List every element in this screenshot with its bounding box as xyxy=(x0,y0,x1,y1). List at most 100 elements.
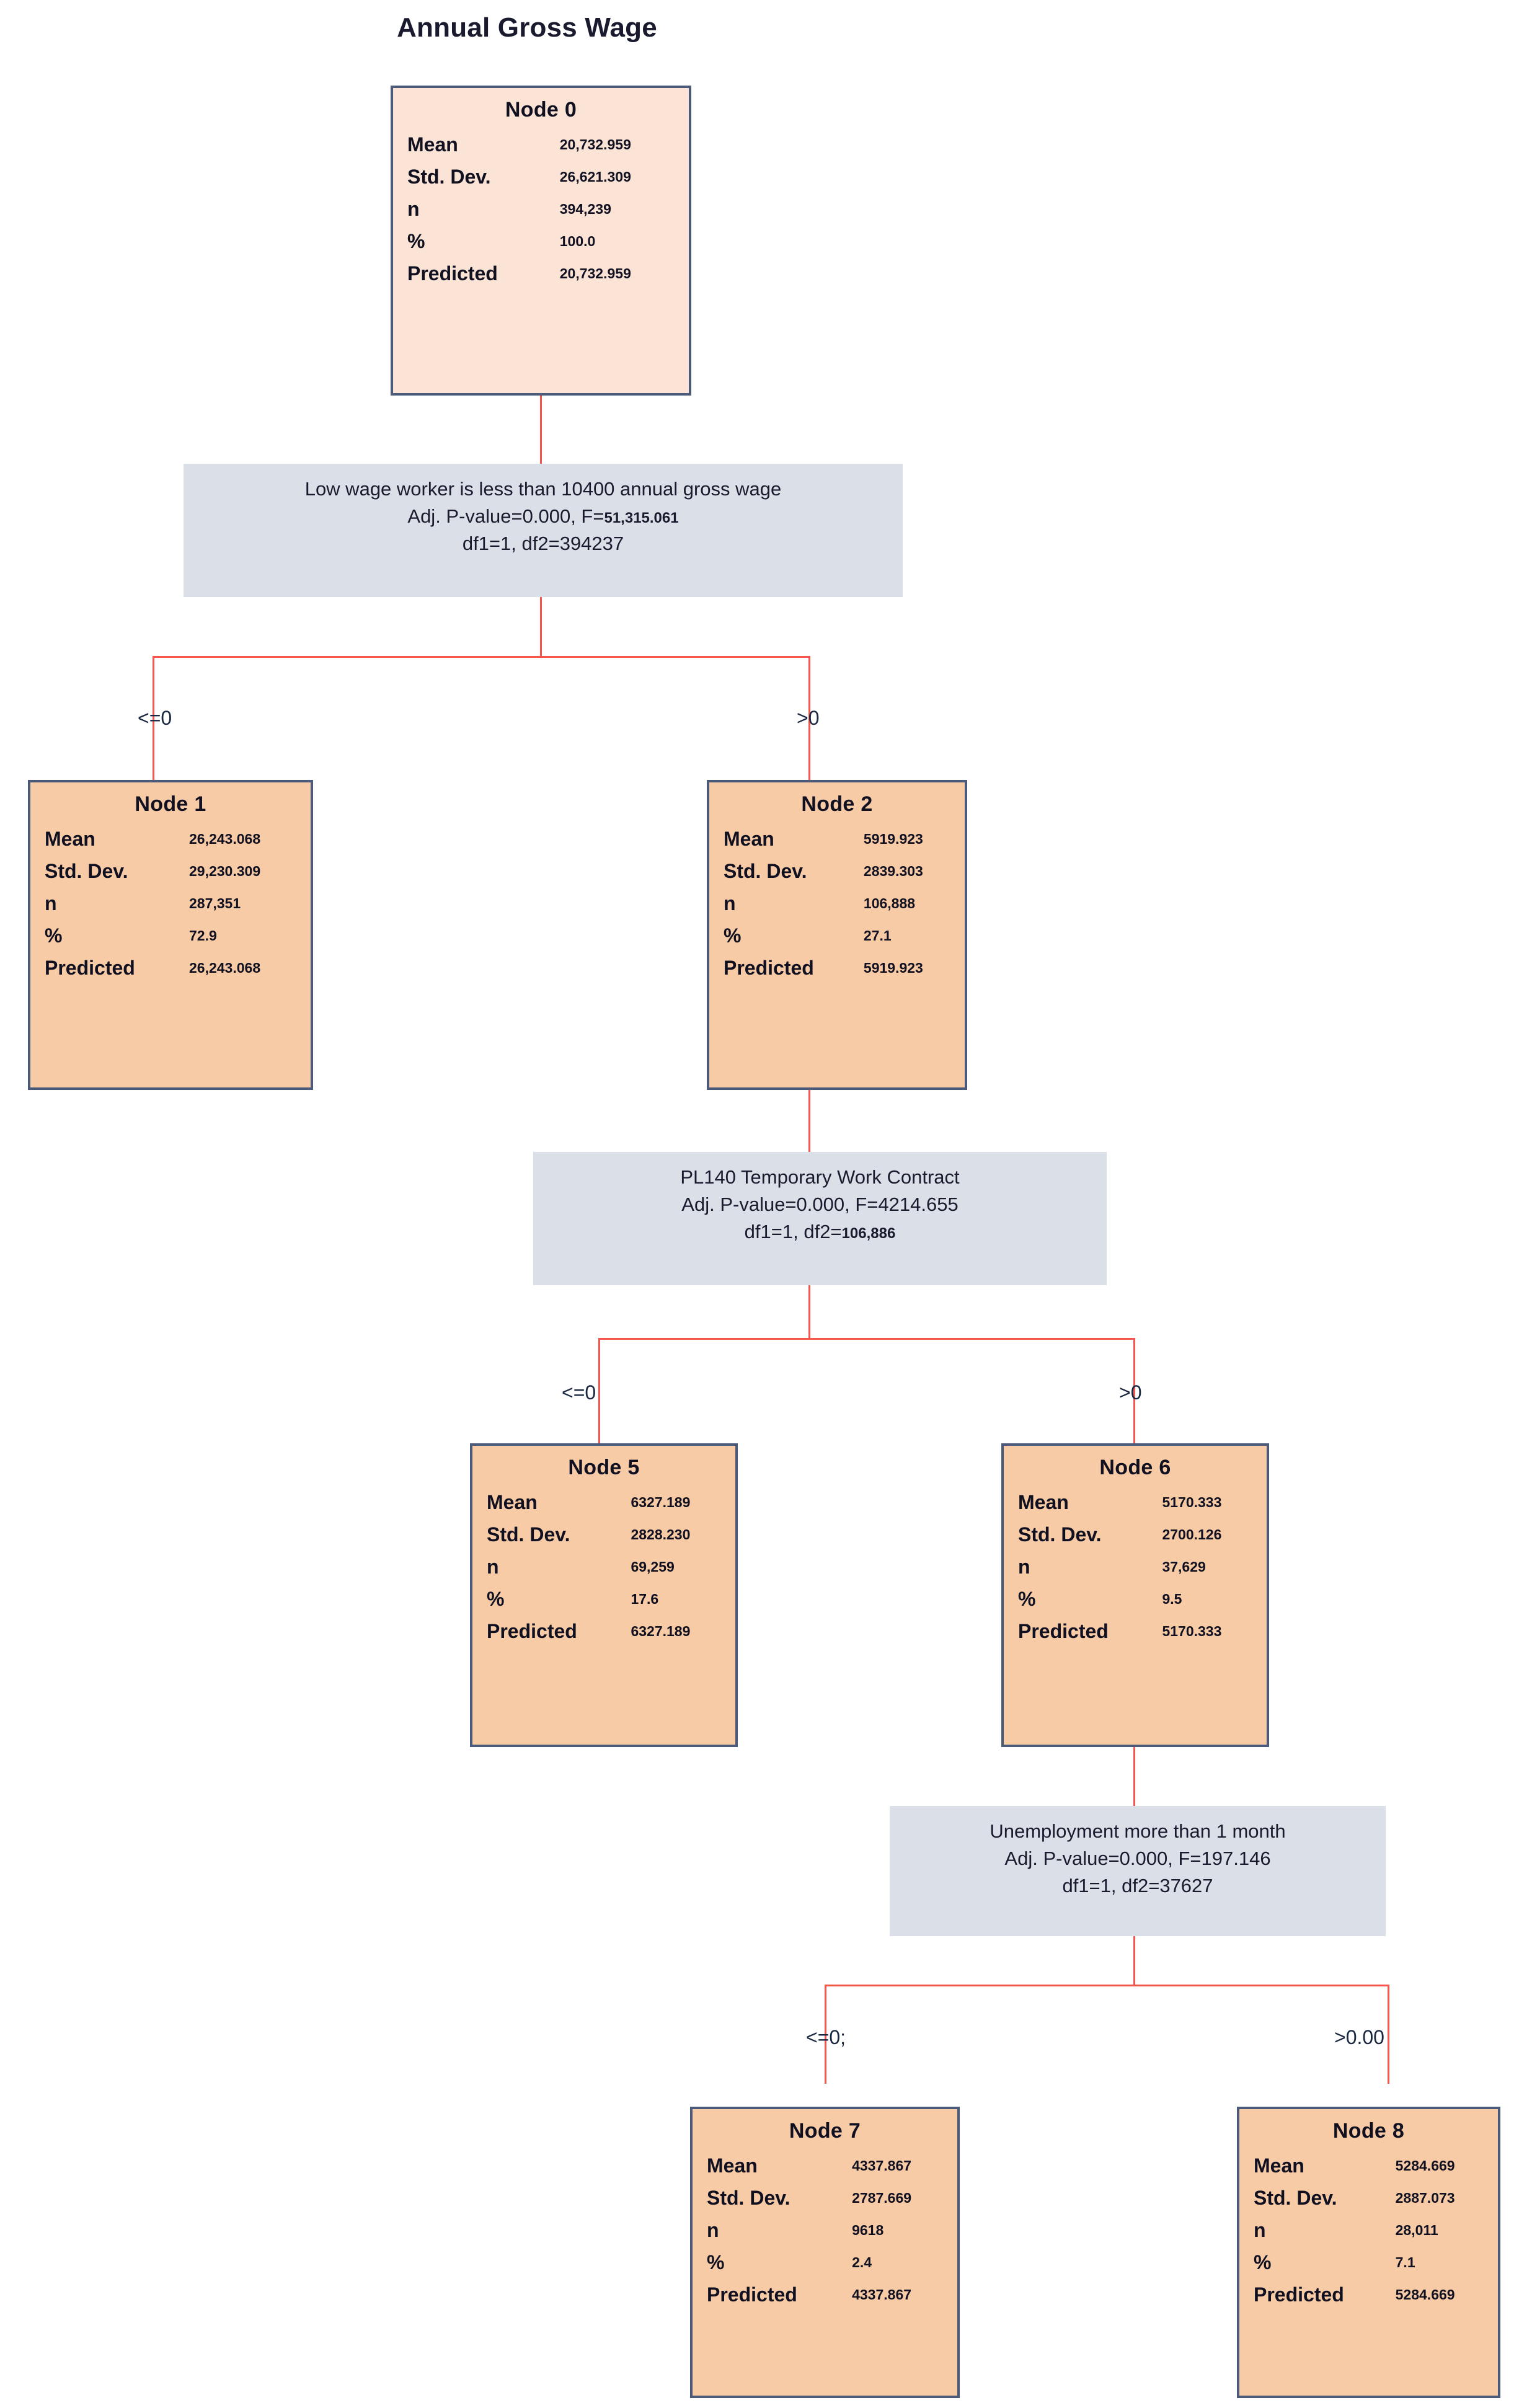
split-df-line: df1=1, df2=37627 xyxy=(899,1872,1376,1900)
stat-value-percent: 9.5 xyxy=(1162,1590,1182,1607)
split-predictor-label: Low wage worker is less than 10400 annua… xyxy=(304,478,782,500)
table-row: n 37,629 xyxy=(1017,1551,1253,1583)
stat-label-std-dev: Std. Dev. xyxy=(1254,2186,1337,2209)
split-predictor-label: Unemployment more than 1 month xyxy=(990,1820,1286,1842)
stat-value-std-dev: 2787.669 xyxy=(852,2189,912,2206)
node-stats-table: Mean 26,243.068 Std. Dev. 29,230.309 n 2… xyxy=(44,823,297,984)
table-row: Predicted 20,732.959 xyxy=(407,257,675,290)
stat-value-mean: 5170.333 xyxy=(1162,1494,1222,1510)
stat-value-std-dev: 2828.230 xyxy=(631,1526,691,1543)
branch-label-split6-right: >0.00 xyxy=(1334,2026,1384,2048)
stat-value-percent: 17.6 xyxy=(631,1590,659,1607)
table-row: n 394,239 xyxy=(407,193,675,225)
stat-value-predicted: 5284.669 xyxy=(1395,2286,1455,2303)
stat-value-predicted: 5919.923 xyxy=(863,959,923,976)
stat-label-predicted: Predicted xyxy=(707,2283,797,2306)
stat-label-percent: % xyxy=(1254,2251,1272,2273)
table-row: Predicted 5170.333 xyxy=(1017,1615,1253,1647)
tree-node-node5[interactable]: Node 5 Mean 6327.189 Std. Dev. 2828.230 … xyxy=(470,1443,738,1747)
node-stats-table: Mean 6327.189 Std. Dev. 2828.230 n 69,25… xyxy=(486,1486,722,1647)
stat-value-percent: 100.0 xyxy=(559,232,596,249)
stat-label-std-dev: Std. Dev. xyxy=(707,2186,790,2209)
stat-value-std-dev: 2887.073 xyxy=(1395,2189,1455,2206)
stat-label-percent: % xyxy=(487,1587,505,1610)
node-stats-table: Mean 5919.923 Std. Dev. 2839.303 n 106,8… xyxy=(723,823,951,984)
stat-value-std-dev: 26,621.309 xyxy=(559,168,631,185)
stat-label-mean: Mean xyxy=(407,133,458,156)
tree-node-node6[interactable]: Node 6 Mean 5170.333 Std. Dev. 2700.126 … xyxy=(1001,1443,1269,1747)
tree-node-node2[interactable]: Node 2 Mean 5919.923 Std. Dev. 2839.303 … xyxy=(707,780,967,1090)
table-row: % 100.0 xyxy=(407,225,675,257)
stat-label-n: n xyxy=(407,197,420,220)
stat-label-n: n xyxy=(45,892,57,914)
table-row: Predicted 26,243.068 xyxy=(44,952,297,984)
table-row: Std. Dev. 2839.303 xyxy=(723,855,951,887)
branch-label-split0-right: >0 xyxy=(797,707,820,729)
table-row: Mean 5170.333 xyxy=(1017,1486,1253,1518)
split-box-split0[interactable]: Low wage worker is less than 10400 annua… xyxy=(184,464,903,597)
split-df-line: df1=1, df2=394237 xyxy=(193,530,893,557)
stat-label-mean: Mean xyxy=(1254,2154,1304,2177)
split-df2-value: 394237 xyxy=(559,533,624,555)
table-row: Std. Dev. 2828.230 xyxy=(486,1518,722,1551)
split-df2-value: 106,886 xyxy=(841,1225,896,1242)
stat-value-predicted: 5170.333 xyxy=(1162,1622,1222,1639)
stat-label-mean: Mean xyxy=(1018,1490,1069,1513)
stat-label-predicted: Predicted xyxy=(1018,1619,1109,1642)
table-row: Std. Dev. 2887.073 xyxy=(1253,2182,1484,2214)
table-row: % 2.4 xyxy=(706,2246,944,2278)
connector-split0-stem xyxy=(540,597,542,656)
node-stats-table: Mean 4337.867 Std. Dev. 2787.669 n 9618 … xyxy=(706,2149,944,2311)
stat-label-std-dev: Std. Dev. xyxy=(407,165,491,188)
connector-split2-crossbar xyxy=(598,1338,1135,1340)
stat-label-percent: % xyxy=(707,2251,725,2273)
table-row: Predicted 5284.669 xyxy=(1253,2278,1484,2311)
table-row: Mean 20,732.959 xyxy=(407,128,675,161)
node-title: Node 8 xyxy=(1332,2119,1405,2143)
stat-label-mean: Mean xyxy=(45,827,95,850)
stat-label-predicted: Predicted xyxy=(1254,2283,1344,2306)
split-box-split2[interactable]: PL140 Temporary Work Contract Adj. P-val… xyxy=(533,1152,1107,1285)
connector-node2-to-split2 xyxy=(808,1090,810,1152)
split-stats-prefix: Adj. P-value=0.000, F= xyxy=(1004,1848,1202,1870)
split-df-prefix: df1=1, df2= xyxy=(1062,1875,1160,1897)
connector-split0-crossbar xyxy=(153,656,810,658)
tree-node-node8[interactable]: Node 8 Mean 5284.669 Std. Dev. 2887.073 … xyxy=(1237,2107,1500,2398)
node-title: Node 7 xyxy=(789,2119,861,2143)
node-title: Node 1 xyxy=(135,792,206,816)
branch-label-split2-right: >0 xyxy=(1119,1381,1142,1404)
connector-split2-to-node6 xyxy=(1133,1338,1135,1443)
stat-value-std-dev: 2839.303 xyxy=(863,862,923,879)
table-row: % 17.6 xyxy=(486,1583,722,1615)
stat-value-n: 9618 xyxy=(852,2221,884,2238)
node-title: Node 6 xyxy=(1099,1456,1171,1479)
split-stats-line: Adj. P-value=0.000, F=197.146 xyxy=(899,1845,1376,1872)
stat-value-std-dev: 2700.126 xyxy=(1162,1526,1222,1543)
split-box-split6[interactable]: Unemployment more than 1 month Adj. P-va… xyxy=(890,1806,1386,1936)
split-f-value: 4214.655 xyxy=(878,1193,959,1216)
stat-value-predicted: 26,243.068 xyxy=(189,959,261,976)
stat-value-n: 287,351 xyxy=(189,895,241,911)
stat-label-n: n xyxy=(707,2218,719,2241)
stat-value-predicted: 6327.189 xyxy=(631,1622,691,1639)
split-f-value: 51,315.061 xyxy=(604,510,679,527)
stat-label-predicted: Predicted xyxy=(45,956,135,979)
stat-value-percent: 72.9 xyxy=(189,927,217,944)
table-row: Std. Dev. 29,230.309 xyxy=(44,855,297,887)
tree-node-node7[interactable]: Node 7 Mean 4337.867 Std. Dev. 2787.669 … xyxy=(690,2107,960,2398)
split-stats-prefix: Adj. P-value=0.000, F= xyxy=(681,1193,879,1216)
connector-split0-to-node2 xyxy=(808,656,810,780)
table-row: Std. Dev. 2787.669 xyxy=(706,2182,944,2214)
stat-value-mean: 20,732.959 xyxy=(559,136,631,153)
connector-split6-stem xyxy=(1133,1936,1135,1985)
table-row: n 9618 xyxy=(706,2214,944,2246)
stat-value-mean: 26,243.068 xyxy=(189,830,261,847)
connector-node0-to-split0 xyxy=(540,396,542,464)
stat-label-n: n xyxy=(1254,2218,1266,2241)
table-row: Std. Dev. 26,621.309 xyxy=(407,161,675,193)
tree-node-node0[interactable]: Node 0 Mean 20,732.959 Std. Dev. 26,621.… xyxy=(391,86,691,396)
stat-value-n: 69,259 xyxy=(631,1558,675,1575)
stat-value-mean: 6327.189 xyxy=(631,1494,691,1510)
tree-node-node1[interactable]: Node 1 Mean 26,243.068 Std. Dev. 29,230.… xyxy=(28,780,313,1090)
page-title: Annual Gross Wage xyxy=(397,12,657,43)
